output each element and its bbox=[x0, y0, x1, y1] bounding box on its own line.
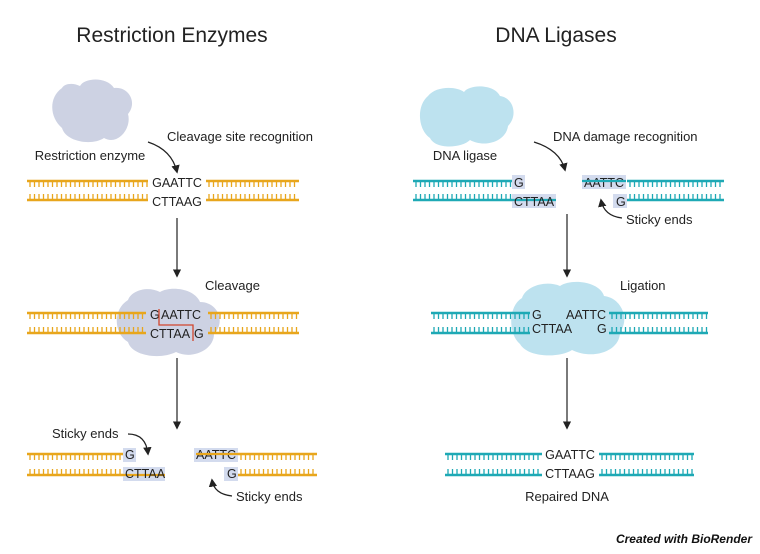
sticky-ends-label-2: Sticky ends bbox=[236, 489, 303, 504]
lig-left-bottom-seq: CTTAA bbox=[532, 322, 573, 336]
site-bottom-seq: CTTAAG bbox=[152, 195, 202, 209]
sticky-ends-label-1: Sticky ends bbox=[52, 426, 119, 441]
lig-end-left-top-seq: G bbox=[514, 176, 524, 190]
lig-highlight-lt bbox=[512, 175, 525, 189]
dna-strand-left-row3a bbox=[27, 452, 123, 477]
cut-top-left-seq: G bbox=[150, 308, 160, 322]
end-left-bottom-seq: CTTAA bbox=[125, 467, 166, 481]
dna-damage-recognition-label: DNA damage recognition bbox=[553, 129, 698, 144]
sticky-highlight-rb bbox=[224, 467, 238, 481]
lig-sticky-arrow bbox=[598, 198, 623, 219]
site-top-seq: GAATTC bbox=[152, 176, 202, 190]
biorender-credit: Created with BioRender bbox=[616, 532, 753, 546]
dna-strand-right-row2b bbox=[609, 311, 708, 335]
sticky-arrow-1 bbox=[127, 433, 152, 456]
repaired-dna-label: Repaired DNA bbox=[525, 489, 609, 504]
restriction-enzyme-cleavage-blob bbox=[116, 288, 220, 357]
lig-sticky-ends-label: Sticky ends bbox=[626, 212, 693, 227]
dna-ligase-ligation-blob bbox=[511, 281, 625, 356]
restriction-enzymes-title: Restriction Enzymes bbox=[76, 24, 267, 47]
lig-end-right-top-seq: AATTC bbox=[584, 176, 624, 190]
cut-bottom-right-seq: G bbox=[194, 327, 204, 341]
restriction-enzyme-blob bbox=[52, 79, 133, 143]
ligation-label: Ligation bbox=[620, 278, 666, 293]
lig-highlight-rb bbox=[613, 194, 627, 208]
recognition-arrow-right bbox=[533, 141, 568, 172]
lig-end-right-bottom-seq: G bbox=[616, 195, 626, 209]
dna-strand-left-row2 bbox=[27, 311, 299, 335]
cleavage-label: Cleavage bbox=[205, 278, 260, 293]
end-right-bottom-seq: G bbox=[227, 467, 237, 481]
recognition-arrow-left bbox=[147, 141, 180, 174]
repaired-top-seq: GAATTC bbox=[545, 448, 595, 462]
dna-ligase-blob bbox=[419, 86, 514, 147]
repaired-bottom-seq: CTTAAG bbox=[545, 467, 595, 481]
dna-strand-right-row2a bbox=[431, 311, 530, 335]
lig-end-left-bottom-seq: CTTAA bbox=[514, 195, 555, 209]
cut-top-right-seq: AATTC bbox=[161, 308, 201, 322]
dna-ligase-label: DNA ligase bbox=[433, 148, 497, 163]
dna-ligases-title: DNA Ligases bbox=[495, 24, 616, 47]
lig-right-bottom-seq: G bbox=[597, 322, 607, 336]
lig-left-top-seq: G bbox=[532, 308, 542, 322]
cleavage-site-recognition-label: Cleavage site recognition bbox=[167, 129, 313, 144]
cut-mark bbox=[158, 309, 194, 341]
sticky-highlight-lt bbox=[123, 448, 136, 462]
dna-strand-left-row1 bbox=[27, 179, 299, 202]
cut-bottom-left-seq: CTTAA bbox=[150, 327, 191, 341]
sticky-arrow-2 bbox=[208, 478, 233, 497]
lig-right-top-seq: AATTC bbox=[566, 308, 606, 322]
dna-strand-right-row3 bbox=[445, 452, 694, 477]
restriction-enzyme-label: Restriction enzyme bbox=[35, 148, 146, 163]
dna-strand-left-row3b bbox=[238, 452, 317, 477]
end-left-top-seq: G bbox=[125, 448, 135, 462]
dna-strand-right-row1a bbox=[413, 179, 512, 202]
dna-strand-right-row1b bbox=[627, 179, 724, 202]
